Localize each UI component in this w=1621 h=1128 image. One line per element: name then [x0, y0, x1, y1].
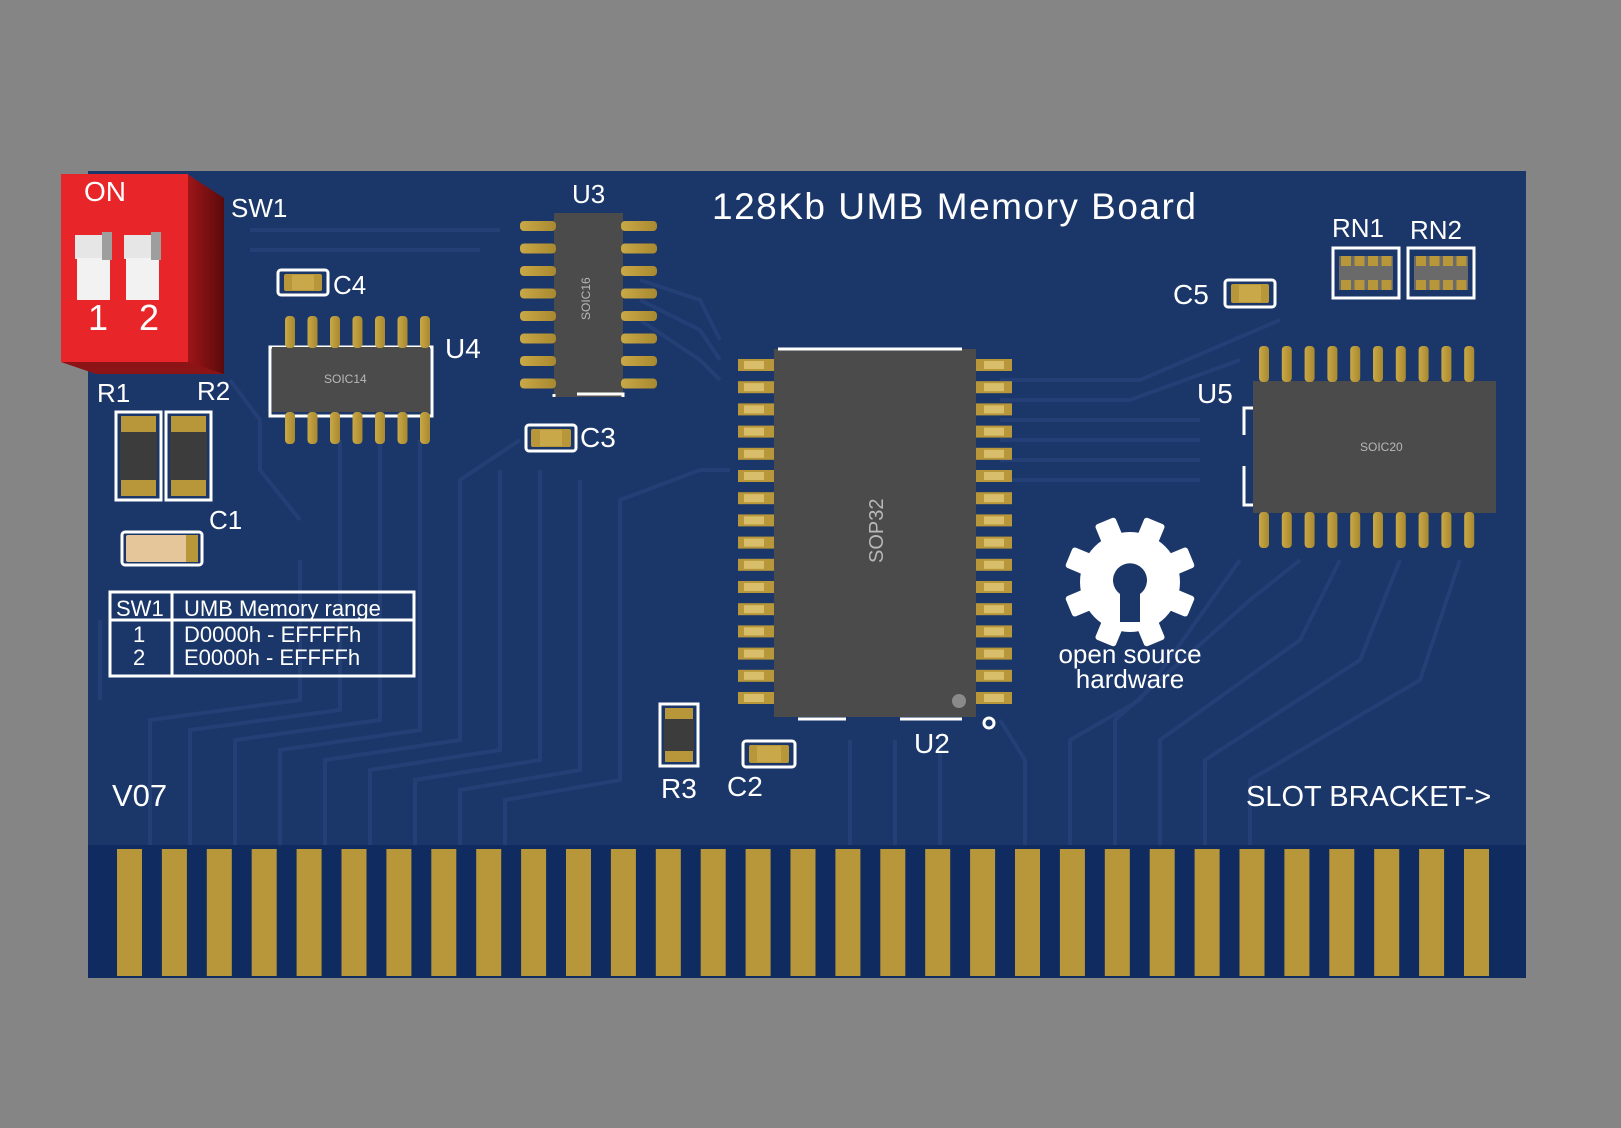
switch-position-2: 2 [139, 297, 159, 338]
ref-u4: U4 [445, 333, 481, 364]
edge-finger [251, 849, 277, 976]
edge-finger [431, 849, 457, 976]
edge-finger [1284, 849, 1310, 976]
package-u5: SOIC20 [1360, 440, 1403, 454]
capacitor-c5[interactable] [1223, 278, 1277, 309]
table-row-1-range: D0000h - EFFFFh [184, 622, 361, 647]
dip-switch-sw1[interactable]: ON 1 2 [61, 174, 224, 374]
package-u3: SOIC16 [579, 277, 593, 320]
package-u4: SOIC14 [324, 372, 367, 386]
edge-finger [1239, 849, 1265, 976]
edge-finger [610, 849, 636, 976]
edge-finger [296, 849, 322, 976]
oshw-text-line2: hardware [1076, 664, 1184, 694]
ref-r3: R3 [661, 773, 697, 804]
resistor-r2[interactable] [164, 410, 213, 502]
resistor-network-rn1[interactable] [1331, 246, 1401, 300]
edge-finger [566, 849, 591, 976]
ic-u4[interactable]: SOIC14 [268, 316, 434, 444]
edge-finger [1015, 849, 1040, 976]
ref-r2: R2 [197, 376, 230, 406]
ref-r1: R1 [97, 378, 130, 408]
resistor-r1[interactable] [114, 410, 163, 502]
table-header-range: UMB Memory range [184, 596, 381, 621]
edge-finger [880, 849, 906, 976]
ref-c1: C1 [209, 505, 242, 535]
table-header-sw1: SW1 [116, 596, 164, 621]
table-row-2-sw: 2 [133, 645, 145, 670]
ref-sw1: SW1 [231, 193, 287, 223]
memory-range-table: SW1 UMB Memory range 1 D0000h - EFFFFh 2… [108, 590, 416, 678]
edge-finger [341, 849, 367, 976]
ref-c5: C5 [1173, 279, 1209, 310]
edge-finger [655, 849, 681, 976]
oshw-text-line1: open source [1058, 639, 1201, 669]
ref-rn2: RN2 [1410, 215, 1462, 245]
edge-finger [970, 849, 996, 976]
resistor-r3[interactable] [658, 702, 700, 768]
edge-finger [835, 849, 861, 976]
edge-finger [925, 849, 951, 976]
capacitor-c2[interactable] [741, 739, 797, 769]
ref-u2: U2 [914, 728, 950, 759]
edge-finger [521, 849, 547, 976]
ref-rn1: RN1 [1332, 213, 1384, 243]
edge-finger [790, 849, 816, 976]
edge-finger [745, 849, 771, 976]
switch-on-label: ON [84, 176, 126, 207]
edge-finger [700, 849, 726, 976]
edge-finger [117, 849, 142, 976]
board-title: 128Kb UMB Memory Board [712, 186, 1197, 227]
edge-finger [1104, 849, 1130, 976]
switch-lever-1[interactable] [75, 232, 112, 300]
ic-u5[interactable]: SOIC20 [1242, 346, 1496, 548]
switch-lever-2[interactable] [124, 232, 161, 300]
edge-finger [386, 849, 412, 976]
edge-finger [1149, 849, 1175, 976]
edge-finger [1419, 849, 1445, 976]
pin1-marker-u2 [982, 716, 996, 730]
table-row-2-range: E0000h - EFFFFh [184, 645, 360, 670]
ic-u2[interactable]: SOP32 [738, 347, 1012, 721]
board-version: V07 [112, 778, 167, 813]
ref-u5: U5 [1197, 378, 1233, 409]
edge-finger [1374, 849, 1400, 976]
ic-u3[interactable]: SOIC16 [520, 213, 657, 397]
slot-bracket-label: SLOT BRACKET-> [1246, 781, 1491, 813]
edge-finger [1194, 849, 1220, 976]
edge-finger [161, 849, 187, 976]
oshw-gear-icon [1065, 517, 1195, 647]
resistor-network-rn2[interactable] [1406, 246, 1476, 300]
capacitor-c4[interactable] [276, 268, 330, 297]
ref-c2: C2 [727, 771, 763, 802]
edge-finger [1329, 849, 1355, 976]
ref-c3: C3 [580, 422, 616, 453]
copper-traces [98, 228, 1462, 845]
edge-connector [117, 849, 1489, 976]
edge-finger [476, 849, 502, 976]
capacitor-c1[interactable] [120, 530, 204, 567]
table-row-1-sw: 1 [133, 622, 145, 647]
ref-u3: U3 [572, 179, 605, 209]
capacitor-c3[interactable] [524, 423, 578, 453]
switch-position-1: 1 [88, 297, 108, 338]
edge-finger [206, 849, 232, 976]
ref-c4: C4 [333, 270, 366, 300]
edge-finger [1464, 849, 1489, 976]
edge-finger [1059, 849, 1085, 976]
package-u2: SOP32 [866, 499, 888, 563]
